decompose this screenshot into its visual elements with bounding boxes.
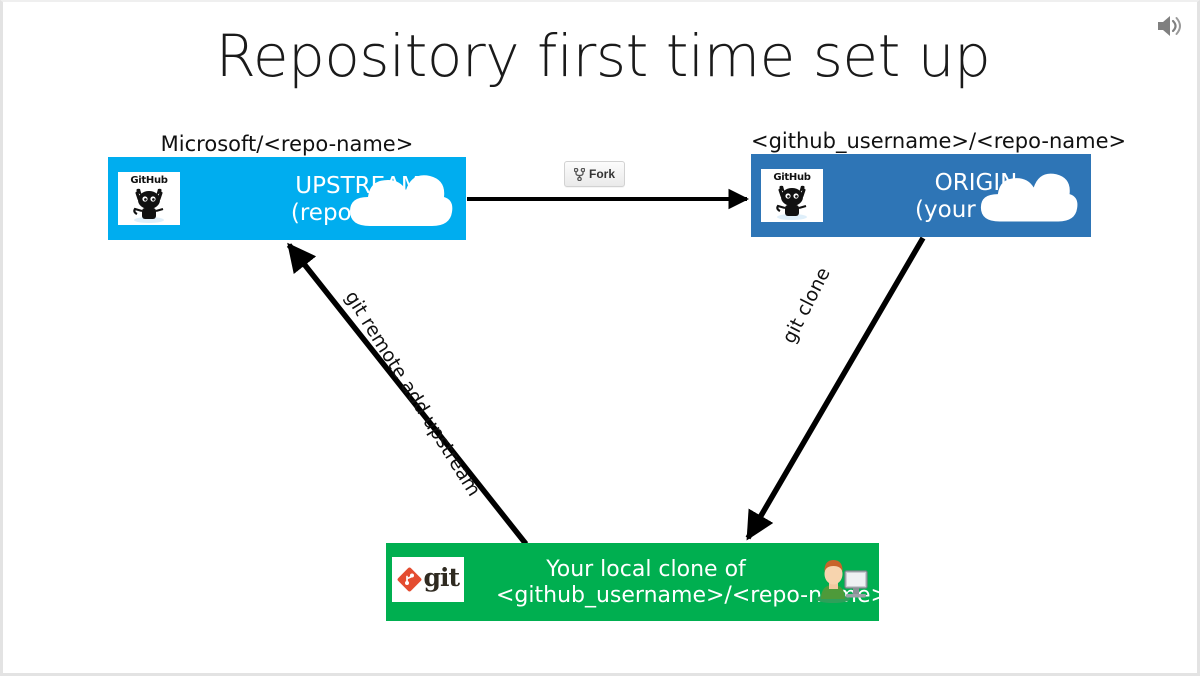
fork-button-label: Fork xyxy=(589,167,616,181)
fork-button[interactable]: Fork xyxy=(564,161,626,187)
cloud-icon xyxy=(979,167,1079,230)
edge-label-git-clone: git clone xyxy=(778,264,835,347)
cloud-icon xyxy=(348,170,454,233)
upstream-caption: Microsoft/<repo-name> xyxy=(160,132,414,156)
fork-icon xyxy=(574,167,585,181)
octocat-icon xyxy=(776,185,807,220)
git-logo: git xyxy=(392,557,464,602)
node-origin[interactable]: GitHub ORIGIN (your fork) xyxy=(751,154,1091,237)
github-logo: GitHub xyxy=(761,169,823,222)
local-clone-label: Your local clone of <github_username>/<r… xyxy=(496,557,889,609)
page-title: Repository first time set up xyxy=(215,22,991,90)
origin-caption: <github_username>/<repo-name> xyxy=(751,129,1127,153)
github-logo: GitHub xyxy=(118,172,180,225)
git-diamond-icon xyxy=(397,567,422,592)
edge-clone-arrow xyxy=(745,236,926,541)
github-logo-word: GitHub xyxy=(130,175,168,186)
node-local-clone[interactable]: git Your local clone of <github_username… xyxy=(386,543,889,621)
local-clone-label-line1: Your local clone of xyxy=(546,557,746,582)
git-logo-word: git xyxy=(423,563,460,592)
github-logo-word: GitHub xyxy=(773,172,811,183)
speaker-icon[interactable] xyxy=(1155,12,1185,40)
octocat-icon xyxy=(133,188,164,223)
edge-label-remote-add: git remote add upstream xyxy=(340,287,485,501)
local-clone-label-line2: <github_username>/<repo-name> xyxy=(496,582,889,608)
person-at-computer-icon xyxy=(816,560,868,603)
node-upstream[interactable]: GitHub UPSTREAM (repository) xyxy=(108,157,466,240)
